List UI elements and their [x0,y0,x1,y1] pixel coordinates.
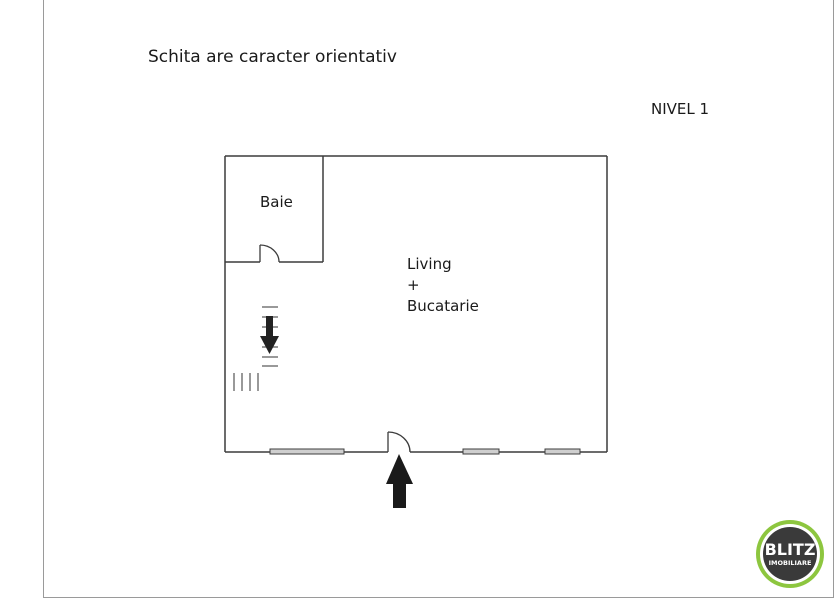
window-2 [462,448,500,455]
window-3 [544,448,581,455]
radiator-marks [233,373,259,391]
windows [269,448,581,455]
bathroom-walls [225,156,324,263]
window-1 [269,448,345,455]
logo-word-2: IMOBILIARE [769,559,812,567]
room-label-living: Living + Bucatarie [407,254,479,317]
room-label-living-line2: + [407,276,420,294]
room-label-living-line1: Living [407,255,452,273]
entrance-door [387,431,411,453]
stairs-down-arrow [260,316,279,354]
logo-word-1: BLITZ [765,540,816,559]
room-label-living-line3: Bucatarie [407,297,479,315]
bathroom-door [259,244,280,263]
logo-disc [763,527,817,581]
room-label-bathroom: Baie [260,193,293,211]
outer-walls [224,155,608,453]
floor-level-label: NIVEL 1 [651,100,710,118]
blitz-logo: BLITZ IMOBILIARE [756,520,824,588]
page-frame [43,0,834,598]
entrance-arrow [386,454,413,508]
disclaimer-note: Schita are caracter orientativ [148,47,397,67]
